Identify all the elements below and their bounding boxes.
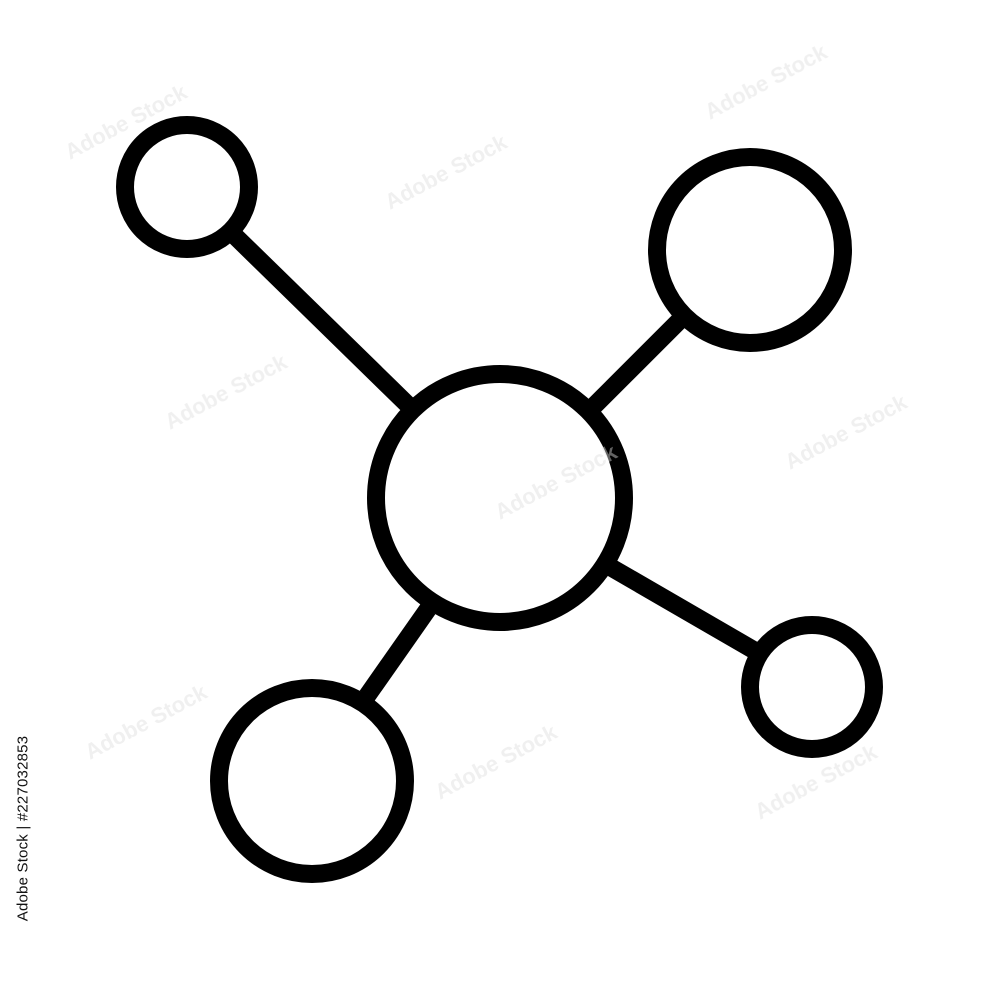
top-right-node-circle bbox=[648, 148, 852, 352]
side-label-container: Adobe Stock | #227032853 bbox=[6, 735, 40, 921]
connector-line-top-left bbox=[228, 229, 417, 414]
center-node-circle bbox=[367, 365, 633, 631]
bottom-right-node-circle bbox=[741, 616, 883, 758]
connector-line-bottom-left bbox=[359, 603, 436, 702]
bottom-left-node-circle bbox=[210, 679, 414, 883]
connector-line-bottom-right bbox=[607, 560, 762, 660]
side-label: Adobe Stock | #227032853 bbox=[14, 735, 32, 921]
top-left-node-circle bbox=[116, 116, 258, 258]
connector-line-top-right bbox=[585, 311, 689, 415]
